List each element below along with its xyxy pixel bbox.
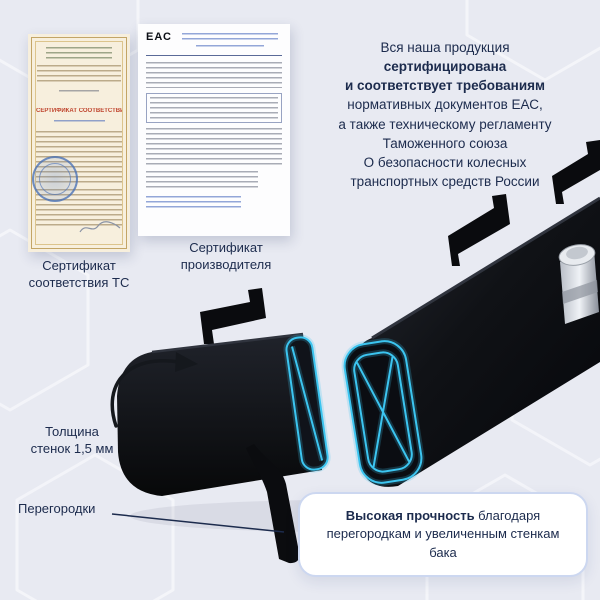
caption-line: производителя bbox=[180, 256, 272, 272]
text-lines-placeholder bbox=[150, 97, 278, 119]
text-lines-placeholder bbox=[58, 90, 100, 95]
certification-text-block: Вся наша продукция сертифицирована и соо… bbox=[298, 38, 592, 191]
strength-info-card: Высокая прочность благодаря перегородкам… bbox=[298, 492, 588, 578]
text-line: О безопасности колесных bbox=[363, 154, 527, 170]
tank-main-body bbox=[350, 196, 600, 487]
text-line: Таможенного союза bbox=[382, 135, 508, 151]
text-line: Перегородки bbox=[18, 501, 96, 516]
divider bbox=[146, 55, 282, 56]
text-lines-placeholder bbox=[146, 128, 282, 166]
certificate-conformity-document: СЕРТИФИКАТ СООТВЕТСТВИЯ bbox=[28, 34, 130, 252]
text-line: а также техническому регламенту bbox=[338, 116, 552, 132]
text-lines-placeholder bbox=[146, 171, 258, 189]
text-line: нормативных документов ЕАС, bbox=[347, 97, 543, 113]
baffles-label: Перегородки bbox=[18, 501, 122, 518]
thickness-arrow bbox=[110, 352, 198, 428]
text-lines-placeholder bbox=[195, 45, 265, 50]
signature-squiggle bbox=[79, 221, 121, 233]
tank-front-section bbox=[117, 332, 329, 496]
caption-line: Сертификат bbox=[189, 240, 263, 255]
text-lines-placeholder bbox=[46, 47, 112, 60]
baffles-connector-line bbox=[111, 513, 285, 533]
certificate-manufacturer-caption: Сертификат производителя bbox=[154, 240, 298, 274]
certificate-header: ЕАС bbox=[146, 32, 282, 50]
certificate-ornate-border-inner bbox=[35, 41, 123, 245]
certificate-manufacturer-document: ЕАС bbox=[138, 24, 290, 236]
text-lines-placeholder bbox=[146, 62, 282, 88]
card-highlight-text: Высокая прочность bbox=[345, 508, 475, 523]
text-lines-placeholder bbox=[37, 65, 121, 83]
text-line: стенок 1,5 мм bbox=[30, 440, 114, 456]
round-blue-stamp bbox=[32, 156, 78, 202]
caption-line: соответствия ТС bbox=[28, 274, 130, 290]
text-line: Вся наша продукция bbox=[380, 40, 510, 55]
baffle-cross-section bbox=[341, 338, 424, 486]
caption-line: Сертификат bbox=[42, 258, 116, 273]
certificate-ornate-border bbox=[31, 37, 127, 249]
text-lines-placeholder bbox=[182, 33, 278, 42]
tank-strap bbox=[246, 444, 300, 564]
certificate-tc-caption: Сертификат соответствия ТС bbox=[14, 258, 144, 292]
text-lines-placeholder bbox=[146, 196, 242, 209]
text-line: Толщина bbox=[45, 424, 99, 439]
text-line: сертифицирована bbox=[383, 59, 507, 75]
eac-logo: ЕАС bbox=[146, 31, 172, 43]
filler-neck bbox=[558, 244, 599, 324]
text-line: транспортных средств России bbox=[350, 174, 540, 190]
wall-thickness-label: Толщина стенок 1,5 мм bbox=[16, 424, 128, 458]
table-placeholder bbox=[146, 93, 282, 123]
certificate-doc-title: СЕРТИФИКАТ СООТВЕТСТВИЯ bbox=[36, 108, 122, 114]
text-line: и соответствует требованиям bbox=[344, 78, 546, 94]
text-lines-placeholder bbox=[53, 120, 105, 125]
